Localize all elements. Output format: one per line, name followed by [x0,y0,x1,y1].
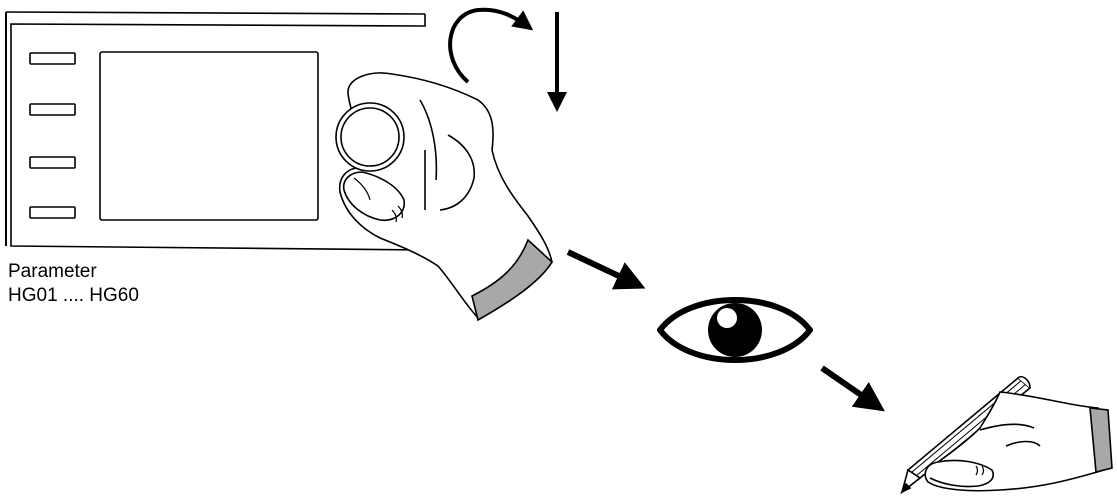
writing-hand-cuff [1089,407,1113,474]
eye-highlight [717,308,737,328]
caption-line-1: Parameter [8,261,97,282]
parameter-caption: Parameter HG01 .... HG60 [8,260,139,308]
hand-turning-knob-icon [335,72,554,322]
panel-button-2 [29,103,76,116]
rotate-arrow-icon [448,7,534,84]
arrow-to-hand [820,365,885,412]
hand-cuff [471,238,554,322]
panel-button-1 [29,52,76,65]
panel-button-3 [29,156,76,169]
caption-line-2: HG01 .... HG60 [8,285,139,306]
arrow-to-eye [566,249,646,290]
knob-inner [340,107,400,167]
panel-button-4 [29,206,76,219]
eye-icon [657,297,813,363]
eye-iris [708,303,762,357]
hand-writing-pencil-icon [900,375,1113,495]
control-panel-icon [5,11,429,251]
panel-display [99,51,319,221]
